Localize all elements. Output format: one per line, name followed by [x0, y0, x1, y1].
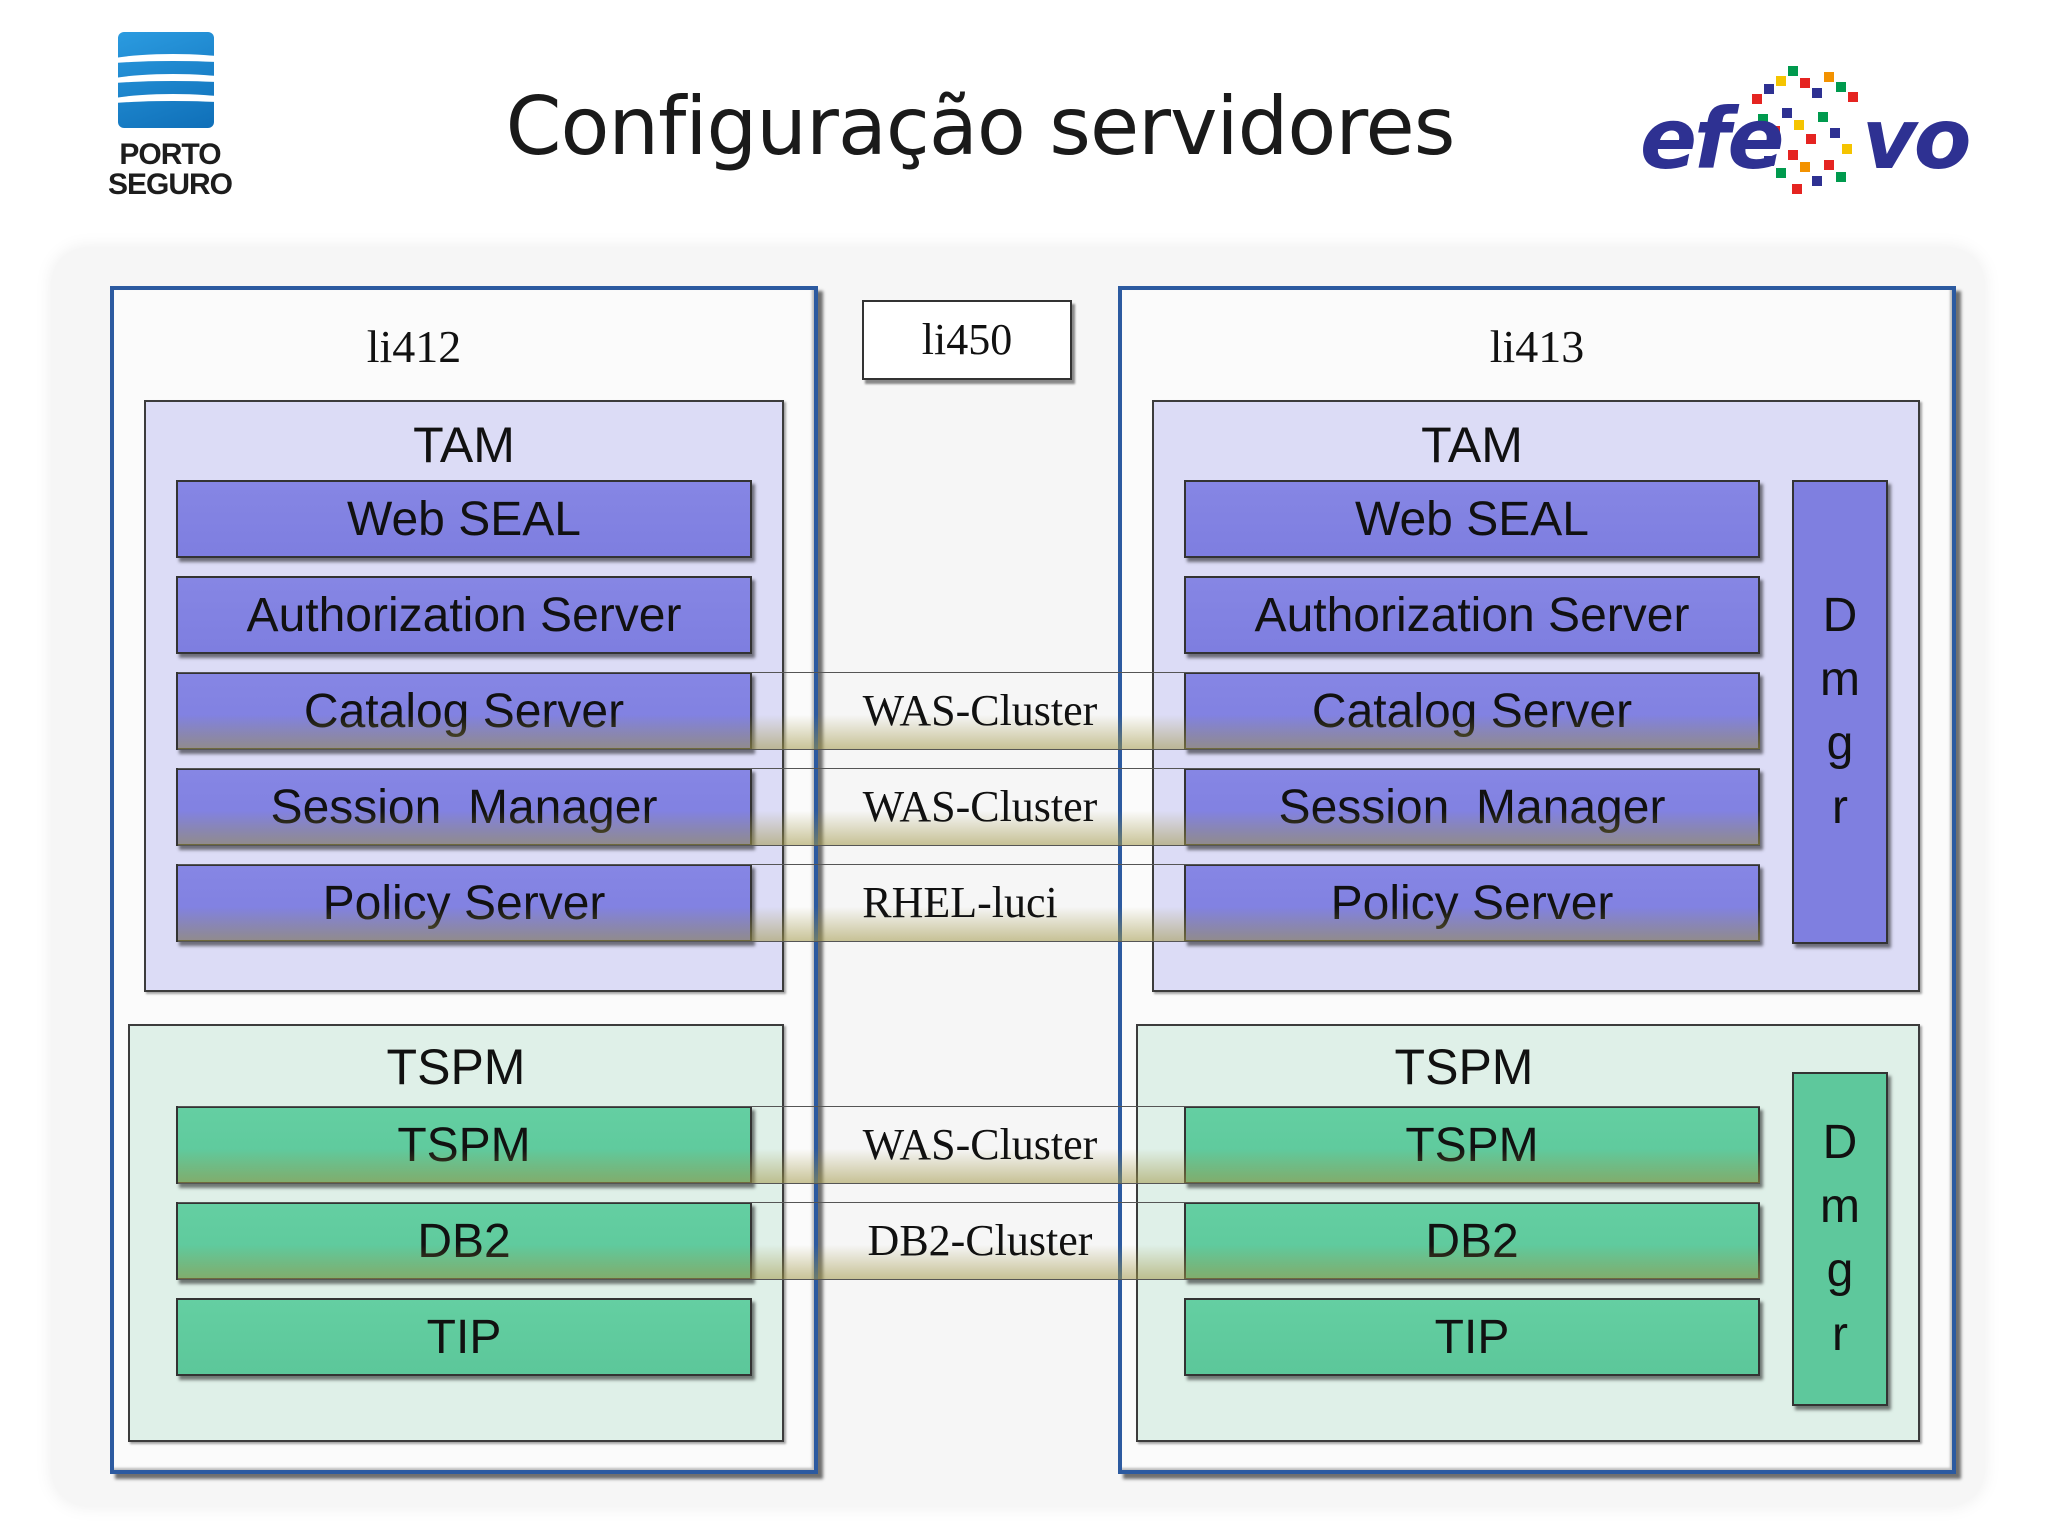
server-name: li413: [1489, 321, 1585, 372]
porto-seguro-logo: PORTO SEGURO: [100, 32, 240, 202]
dmgr-letter: D: [1822, 1116, 1858, 1169]
group-title: TSPM: [386, 1039, 526, 1095]
dmgr-letter: g: [1826, 717, 1854, 770]
component-db2: DB2: [1184, 1202, 1760, 1280]
component-session-manager: Session Manager: [176, 768, 752, 846]
server-li450: li450: [862, 300, 1072, 380]
dmgr-letter: D: [1822, 589, 1858, 642]
logo-porto-text: PORTO: [119, 138, 221, 171]
logo-vo-text: vo: [1862, 90, 1971, 188]
component-webseal: Web SEAL: [1184, 480, 1760, 558]
component-catalog-server: Catalog Server: [1184, 672, 1760, 750]
dmgr-tspm: D m g r: [1792, 1072, 1888, 1406]
dmgr-letter: r: [1832, 1308, 1848, 1361]
component-policy-server: Policy Server: [1184, 864, 1760, 942]
cluster-label: WAS-Cluster: [862, 782, 1098, 831]
component-authorization-server: Authorization Server: [1184, 576, 1760, 654]
cluster-label: DB2-Cluster: [867, 1216, 1093, 1265]
component-policy-server: Policy Server: [176, 864, 752, 942]
component-tip: TIP: [176, 1298, 752, 1376]
server-name: li412: [366, 321, 462, 372]
logo-efe-text: efe: [1640, 90, 1784, 188]
component-catalog-server: Catalog Server: [176, 672, 752, 750]
dmgr-letter: m: [1820, 1180, 1860, 1233]
efetivo-mosaic-icon: [1752, 64, 1862, 194]
logo-seguro-text: SEGURO: [107, 168, 233, 201]
component-session-manager: Session Manager: [1184, 768, 1760, 846]
component-tspm: TSPM: [1184, 1106, 1760, 1184]
dmgr-letter: r: [1832, 781, 1848, 834]
cluster-label: WAS-Cluster: [862, 1120, 1098, 1169]
component-authorization-server: Authorization Server: [176, 576, 752, 654]
dmgr-letter: m: [1820, 653, 1860, 706]
group-title: TAM: [413, 417, 515, 473]
group-title: TAM: [1421, 417, 1523, 473]
dmgr-tam: D m g r: [1792, 480, 1888, 944]
component-webseal: Web SEAL: [176, 480, 752, 558]
efetivo-logo: efe vo: [1640, 60, 1971, 200]
slide-title: Configuração servidores: [505, 80, 1456, 173]
component-db2: DB2: [176, 1202, 752, 1280]
component-tip: TIP: [1184, 1298, 1760, 1376]
cluster-label: WAS-Cluster: [862, 686, 1098, 735]
component-tspm: TSPM: [176, 1106, 752, 1184]
cluster-label: RHEL-luci: [862, 878, 1058, 927]
dmgr-letter: g: [1826, 1244, 1854, 1297]
group-title: TSPM: [1394, 1039, 1534, 1095]
porto-seguro-emblem-icon: [118, 32, 214, 128]
